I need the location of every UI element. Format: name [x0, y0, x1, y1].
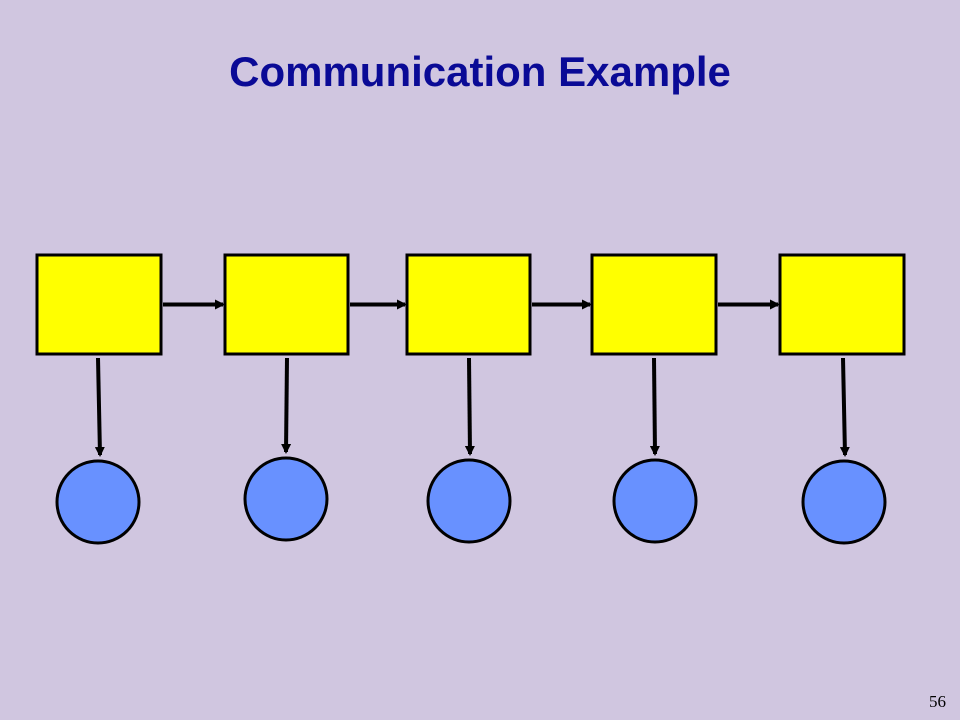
message-circle-5: [801, 459, 887, 545]
process-box-5: [778, 253, 906, 356]
process-box-2: [223, 253, 350, 356]
page-number: 56: [929, 692, 946, 711]
message-circle-4: [612, 458, 698, 544]
process-box-3: [405, 253, 532, 356]
down-arrow-2: [281, 357, 292, 454]
slide-title: Communication Example: [229, 48, 731, 95]
down-arrow-4: [649, 357, 660, 456]
process-box-1: [35, 253, 163, 356]
message-circle-3: [426, 458, 512, 544]
message-circle-2: [243, 456, 329, 542]
down-arrow-3: [464, 357, 475, 456]
message-circle-1: [55, 459, 141, 545]
process-box-4: [590, 253, 718, 356]
down-arrow-1: [94, 357, 105, 457]
down-arrow-5: [839, 357, 850, 457]
